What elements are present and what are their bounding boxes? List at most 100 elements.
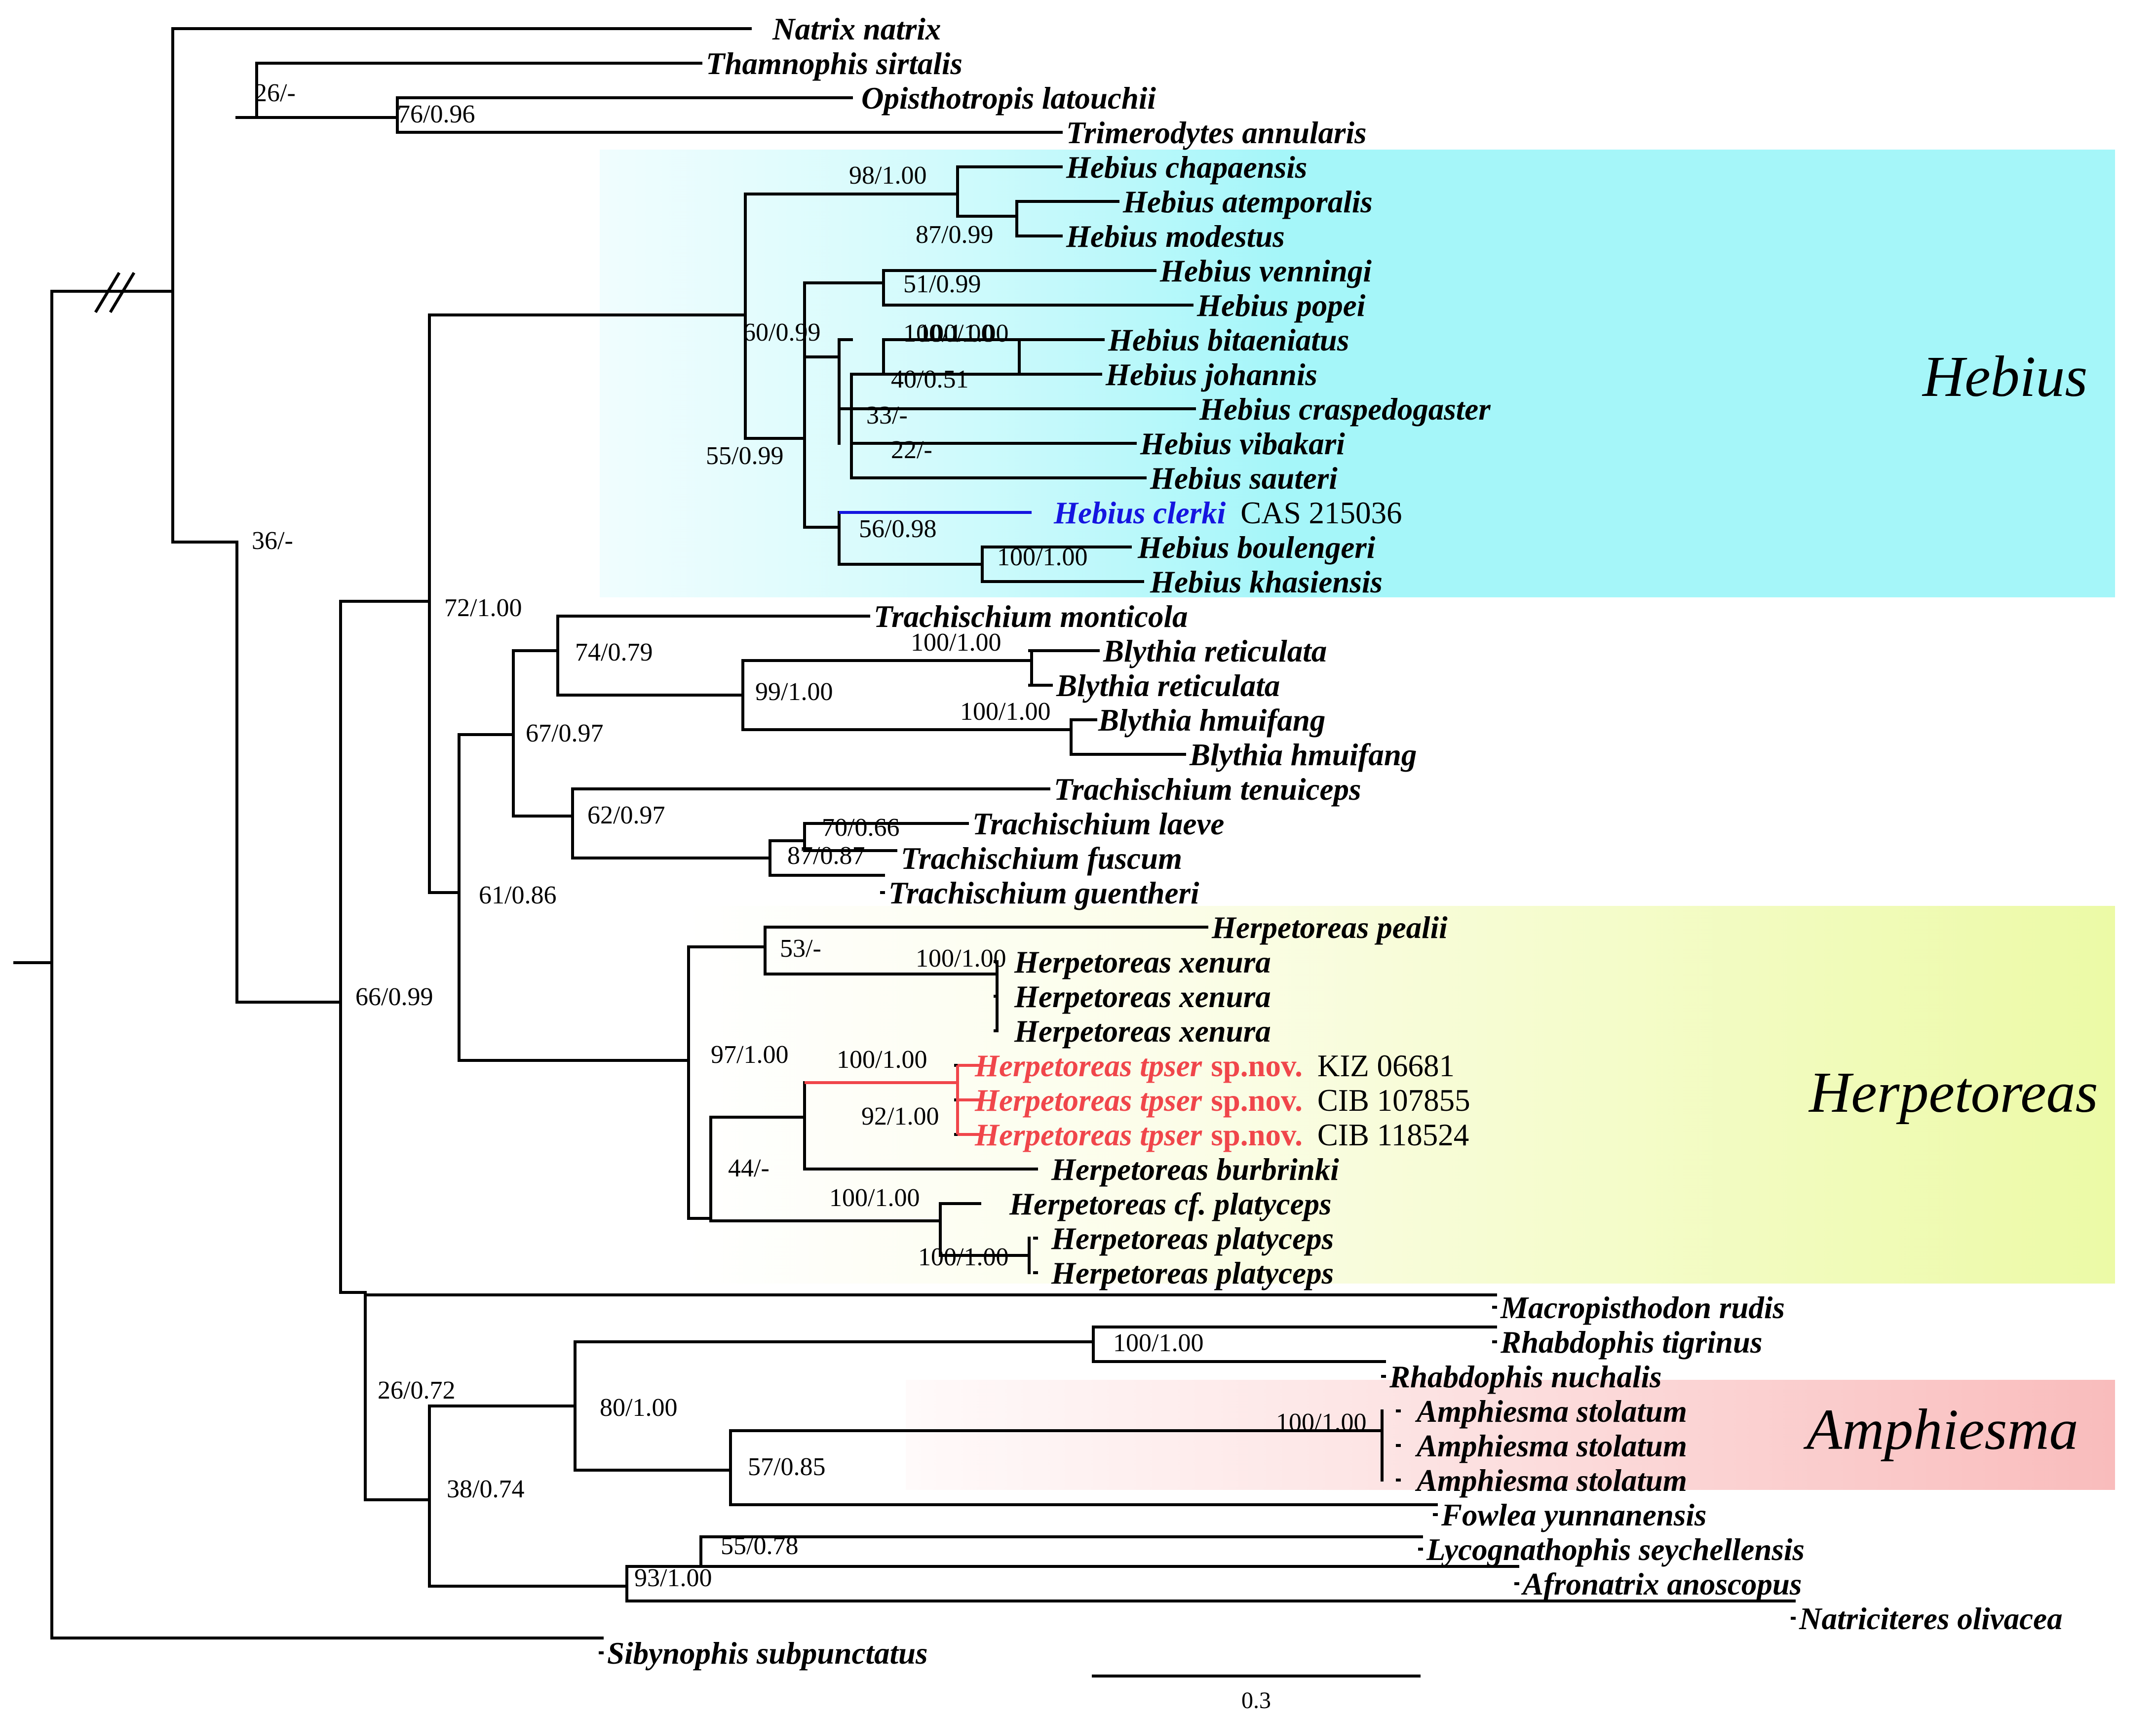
node-support: 87/0.99 bbox=[916, 221, 993, 249]
taxon-label: Natrix natrix bbox=[772, 12, 941, 46]
taxon-name: Trachischium laeve bbox=[972, 807, 1224, 841]
node-support: 100/1.00 bbox=[1276, 1408, 1366, 1437]
node-support: 99/1.00 bbox=[755, 678, 833, 706]
taxon-name: Sibynophis subpunctatus bbox=[607, 1636, 928, 1671]
taxon-label: Blythia reticulata bbox=[1103, 634, 1327, 668]
taxon-label: Thamnophis sirtalis bbox=[706, 46, 962, 81]
taxon-name: Herpetoreas tpser bbox=[974, 1083, 1202, 1118]
node-support: 100/1.00 bbox=[997, 543, 1087, 571]
node-support: 100/1.00 bbox=[916, 944, 1006, 973]
taxon-name: Hebius clerki bbox=[1053, 496, 1226, 530]
taxon-name: Natrix natrix bbox=[772, 12, 941, 46]
taxon-label: Hebius vibakari bbox=[1140, 427, 1345, 461]
taxon-name: Herpetoreas tpser bbox=[974, 1049, 1202, 1083]
node-support: 74/0.79 bbox=[575, 638, 653, 666]
node-support: 26/0.72 bbox=[378, 1376, 455, 1405]
node-support: 70/0.66 bbox=[822, 814, 899, 842]
taxon-name: Fowlea yunnanensis bbox=[1441, 1498, 1706, 1532]
voucher-number: KIZ 06681 bbox=[1317, 1049, 1455, 1083]
node-support: 100/1.00 bbox=[837, 1046, 927, 1074]
node-support: 76/0.96 bbox=[397, 100, 475, 128]
clade-label-amphiesma: Amphiesma bbox=[1803, 1397, 2079, 1462]
taxon-name: Hebius craspedogaster bbox=[1199, 392, 1491, 427]
taxon-name: Rhabdophis nuchalis bbox=[1389, 1360, 1661, 1394]
taxon-label: Hebius chapaensis bbox=[1066, 150, 1307, 185]
node-support: 92/1.00 bbox=[861, 1102, 939, 1131]
taxon-label: Lycognathophis seychellensis bbox=[1426, 1532, 1805, 1567]
taxon-label: Natriciteres olivacea bbox=[1799, 1601, 2063, 1636]
clade-label-herpetoreas: Herpetoreas bbox=[1808, 1060, 2098, 1125]
taxon-label: Trachischium fuscum bbox=[901, 841, 1182, 876]
taxon-label: Trachischium monticola bbox=[874, 599, 1188, 634]
taxon-name: Blythia hmuifang bbox=[1098, 703, 1325, 738]
node-support: 66/0.99 bbox=[355, 983, 433, 1011]
taxon-name: Blythia hmuifang bbox=[1189, 738, 1417, 772]
taxon-label: Hebius boulengeri bbox=[1137, 530, 1376, 565]
taxon-label: Herpetoreas xenura bbox=[1014, 979, 1271, 1014]
node-support: 38/0.74 bbox=[447, 1475, 524, 1503]
taxon-label: Trachischium tenuiceps bbox=[1054, 772, 1361, 807]
taxon-label: Herpetoreas xenura bbox=[1014, 1014, 1271, 1049]
node-support: 100/1.00 bbox=[911, 628, 1001, 657]
node-support: 53/- bbox=[780, 935, 821, 963]
node-support: 22/- bbox=[891, 436, 932, 464]
taxon-name: Opisthotropis latouchii bbox=[861, 81, 1156, 116]
node-support: 40/0.51 bbox=[891, 365, 968, 393]
taxon-name: Hebius vibakari bbox=[1140, 427, 1345, 461]
taxon-label: Herpetoreas pealii bbox=[1211, 910, 1448, 945]
taxon-name: Blythia reticulata bbox=[1103, 634, 1327, 668]
taxon-name: Natriciteres olivacea bbox=[1799, 1601, 2063, 1636]
node-support: 67/0.97 bbox=[526, 719, 603, 747]
taxon-label: Amphiesma stolatum bbox=[1415, 1429, 1687, 1463]
taxon-name: Trachischium tenuiceps bbox=[1054, 772, 1361, 807]
node-support: 97/1.00 bbox=[711, 1041, 788, 1069]
taxon-label: Opisthotropis latouchii bbox=[861, 81, 1156, 116]
taxon-label: Amphiesma stolatum bbox=[1415, 1463, 1687, 1498]
taxon-name: Hebius boulengeri bbox=[1137, 530, 1376, 565]
taxon-suffix: sp.nov. bbox=[1211, 1118, 1303, 1152]
taxon-name: Hebius venningi bbox=[1159, 254, 1372, 288]
node-support: 93/1.00 bbox=[634, 1564, 712, 1592]
taxon-label: Trachischium laeve bbox=[972, 807, 1224, 841]
axis-break-mark bbox=[109, 272, 136, 313]
node-support: 55/0.99 bbox=[706, 442, 783, 470]
scale-bar-label: 0.3 bbox=[1241, 1687, 1271, 1714]
clade-label-hebius: Hebius bbox=[1922, 344, 2087, 409]
taxon-label: Herpetoreas burbrinki bbox=[1051, 1152, 1339, 1187]
taxon-name: Herpetoreas xenura bbox=[1014, 945, 1271, 979]
taxon-label: Hebius modestus bbox=[1066, 219, 1285, 254]
taxon-label: Trimerodytes annularis bbox=[1066, 116, 1367, 150]
node-support: 100/1.00 bbox=[960, 698, 1050, 726]
taxon-name: Herpetoreas platyceps bbox=[1051, 1256, 1334, 1290]
node-support: 72/1.00 bbox=[444, 594, 522, 622]
taxon-label: Rhabdophis tigrinus bbox=[1500, 1325, 1763, 1360]
taxon-name: Hebius chapaensis bbox=[1066, 150, 1307, 185]
node-support: 62/0.97 bbox=[587, 801, 665, 829]
taxon-name: Herpetoreas burbrinki bbox=[1051, 1152, 1339, 1187]
taxon-name: Hebius modestus bbox=[1066, 219, 1285, 254]
taxon-label: Hebius atemporalis bbox=[1122, 185, 1373, 219]
voucher-number: CIB 118524 bbox=[1317, 1118, 1469, 1152]
taxon-name: Herpetoreas platyceps bbox=[1051, 1221, 1334, 1256]
taxon-label: Hebius bitaeniatus bbox=[1108, 323, 1349, 357]
voucher-number: CIB 107855 bbox=[1317, 1083, 1470, 1118]
taxon-label: Fowlea yunnanensis bbox=[1441, 1498, 1706, 1532]
taxon-label: Hebius khasiensis bbox=[1150, 565, 1383, 599]
taxon-name: Blythia reticulata bbox=[1056, 668, 1280, 703]
taxon-label: Trachischium guentheri bbox=[888, 876, 1199, 910]
taxon-name: Hebius johannis bbox=[1105, 357, 1317, 392]
taxon-name: Herpetoreas xenura bbox=[1014, 979, 1271, 1014]
taxon-name: Trimerodytes annularis bbox=[1066, 116, 1367, 150]
clade-box-amphiesma bbox=[906, 1380, 2115, 1490]
taxon-label: Blythia hmuifang bbox=[1098, 703, 1325, 738]
node-support: 36/- bbox=[252, 527, 293, 555]
taxon-name: Hebius khasiensis bbox=[1150, 565, 1383, 599]
node-support: 33/- bbox=[866, 401, 908, 429]
taxon-name: Hebius sauteri bbox=[1150, 461, 1338, 496]
support-values: 26/-76/0.9698/1.0087/0.99100/1.0051/0.99… bbox=[252, 79, 1366, 1592]
taxon-name: Herpetoreas pealii bbox=[1211, 910, 1448, 945]
